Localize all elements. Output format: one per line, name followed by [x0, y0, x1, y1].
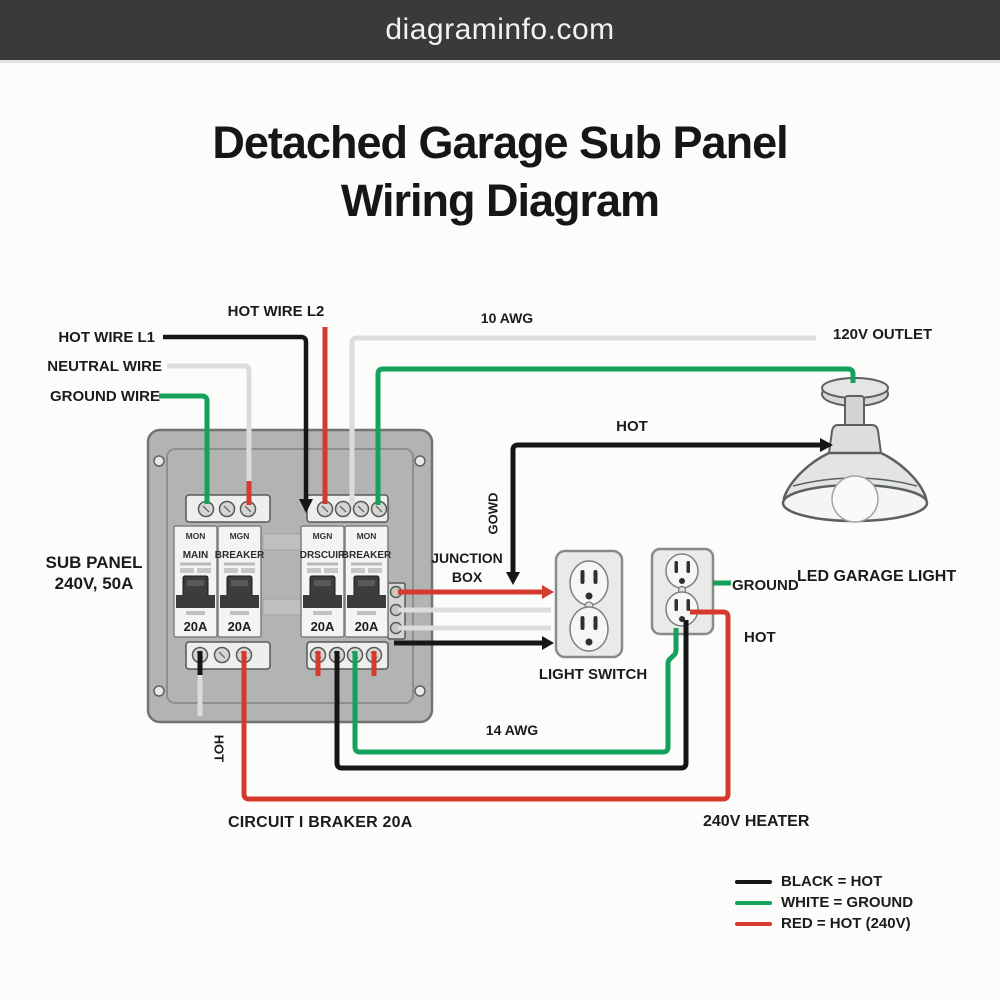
light-bulb — [831, 475, 879, 523]
label-hot-to-light: HOT — [616, 418, 648, 435]
panel-screw — [153, 685, 165, 697]
label-hot-wire-l2: HOT WIRE L2 — [227, 303, 325, 320]
svg-text:MON: MON — [186, 531, 206, 541]
wire-color-legend: BLACK = HOT WHITE = GROUND RED = HOT (24… — [735, 871, 913, 934]
svg-text:MON: MON — [357, 531, 377, 541]
label-120v-outlet: 120V OUTLET — [833, 326, 933, 343]
wire-hot-to-light — [510, 442, 820, 575]
legend-swatch-green — [735, 900, 772, 905]
label-light-switch: LIGHT SWITCH — [538, 666, 648, 683]
junction-black-arrow — [542, 636, 554, 650]
panel-screw — [414, 685, 426, 697]
legend-row-black: BLACK = HOT — [735, 871, 913, 892]
terminal-strips — [185, 494, 406, 670]
junction-red-arrow — [542, 585, 554, 599]
label-hot-wire-l1: HOT WIRE L1 — [58, 329, 155, 346]
site-banner: diagraminfo.com — [0, 0, 1000, 63]
legend-label-black: BLACK = HOT — [781, 873, 883, 890]
svg-text:20A: 20A — [228, 619, 252, 634]
label-hot-outlet: HOT — [744, 629, 776, 646]
legend-label-red: RED = HOT (240V) — [781, 915, 911, 932]
wire-green-heater — [352, 628, 679, 755]
svg-text:MGN: MGN — [313, 531, 333, 541]
wire-neutral — [167, 363, 252, 483]
wire-10awg — [349, 335, 816, 505]
label-junction-line2: BOX — [451, 569, 483, 585]
breaker-toggle — [182, 575, 209, 599]
label-240v-heater: 240V HEATER — [703, 813, 810, 830]
legend-label-white: WHITE = GROUND — [781, 894, 914, 911]
svg-text:MAIN: MAIN — [183, 550, 209, 561]
page-title: Detached Garage Sub Panel Wiring Diagram — [0, 114, 1000, 230]
wire-hot-l1 — [163, 334, 309, 501]
breaker-toggle — [226, 575, 253, 599]
svg-text:MGN: MGN — [230, 531, 250, 541]
svg-text:BREAKER: BREAKER — [215, 550, 265, 561]
panel-screw — [153, 455, 165, 467]
svg-text:20A: 20A — [311, 619, 335, 634]
breaker-circuit-module1: MGN DRSCUIR 20A — [300, 525, 346, 638]
wire-black-heater — [334, 620, 689, 771]
label-sub-panel: SUB PANEL 240V, 50A — [23, 552, 165, 594]
wire-ground-feed — [159, 393, 210, 504]
hot-down-arrow — [506, 572, 520, 585]
heater-receptacle — [650, 547, 715, 636]
light-switch-receptacle — [554, 549, 624, 659]
svg-text:20A: 20A — [355, 619, 379, 634]
breaker-toggle — [353, 575, 380, 599]
label-ground-outlet: GROUND — [732, 577, 799, 594]
label-ground-wire: GROUND WIRE — [50, 388, 160, 405]
breaker-main-module1: MON MAIN 20A — [173, 525, 218, 638]
panel-screw — [414, 455, 426, 467]
breaker-circuit-module2: MON BREAKER 20A — [342, 525, 392, 638]
label-circuit-breaker-20a: CIRCUIT I BRAKER 20A — [228, 814, 413, 831]
breaker-toggle — [309, 575, 336, 599]
label-10-awg: 10 AWG — [480, 310, 534, 326]
legend-row-white: WHITE = GROUND — [735, 892, 913, 913]
legend-swatch-black — [735, 879, 772, 884]
label-junction-line1: JUNCTION — [431, 550, 503, 566]
svg-text:BREAKER: BREAKER — [342, 550, 392, 561]
garage-light-fixture — [781, 377, 929, 523]
page-title-line2: Wiring Diagram — [340, 175, 660, 226]
wire-red-heater — [241, 609, 731, 802]
label-sub-panel-line2: 240V, 50A — [54, 574, 134, 593]
page-title-line1: Detached Garage Sub Panel — [212, 117, 788, 168]
junction-terminal-block — [387, 582, 406, 640]
label-14-awg: 14 AWG — [485, 722, 539, 738]
wire-ground-to-light — [375, 366, 856, 505]
label-hot-vertical: HOT — [211, 734, 227, 763]
svg-text:DRSCUIR: DRSCUIR — [300, 550, 346, 561]
label-junction-box: JUNCTION BOX — [421, 549, 513, 587]
label-led-garage-light: LED GARAGE LIGHT — [797, 568, 957, 585]
label-neutral-wire: NEUTRAL WIRE — [47, 358, 162, 375]
label-sub-panel-line1: SUB PANEL — [45, 553, 143, 572]
label-gowd-vertical: GOWD — [485, 492, 501, 535]
legend-row-red: RED = HOT (240V) — [735, 913, 913, 934]
site-name: diagraminfo.com — [385, 13, 615, 46]
hot-right-arrow — [820, 438, 833, 452]
breaker-main-module2: MGN BREAKER 20A — [215, 525, 265, 638]
wire-hot-l1-arrow — [299, 499, 313, 513]
legend-swatch-red — [735, 921, 772, 926]
svg-text:20A: 20A — [184, 619, 208, 634]
